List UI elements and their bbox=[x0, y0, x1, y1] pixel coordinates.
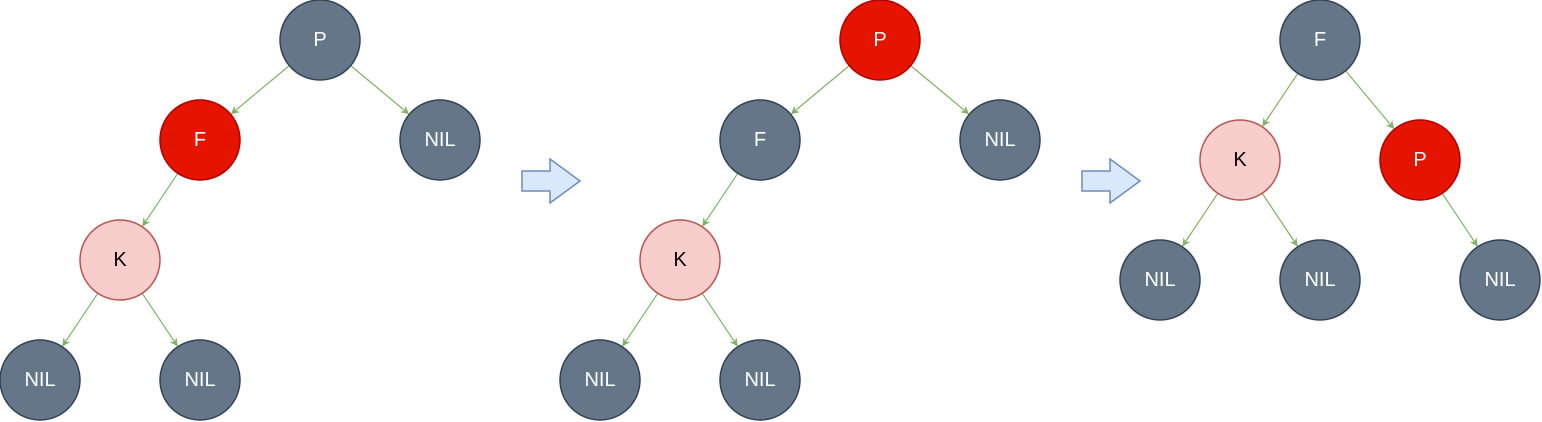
node-label: NIL bbox=[24, 369, 55, 391]
edge-p-nil1 bbox=[350, 65, 410, 115]
edge-p-nil1 bbox=[910, 65, 970, 115]
node-nil: NIL bbox=[0, 339, 81, 421]
node-label: P bbox=[873, 29, 886, 51]
edge-p-nil3 bbox=[1441, 192, 1478, 247]
edge-p-f bbox=[790, 65, 850, 115]
node-p: P bbox=[1379, 119, 1461, 201]
node-label: NIL bbox=[184, 369, 215, 391]
node-label: NIL bbox=[424, 129, 455, 151]
node-label: NIL bbox=[984, 129, 1015, 151]
node-label: P bbox=[1413, 149, 1426, 171]
node-label: F bbox=[194, 129, 206, 151]
edge-k-nil2 bbox=[62, 292, 99, 347]
node-nil: NIL bbox=[1459, 239, 1541, 321]
node-label: NIL bbox=[1144, 269, 1175, 291]
node-f: F bbox=[719, 99, 801, 181]
node-circle bbox=[1119, 239, 1201, 321]
node-p: P bbox=[839, 0, 921, 81]
edge-f-p bbox=[1345, 70, 1395, 130]
node-f: F bbox=[159, 99, 241, 181]
node-label: NIL bbox=[584, 369, 615, 391]
step-arrow-1 bbox=[521, 157, 582, 205]
node-label: NIL bbox=[1484, 269, 1515, 291]
node-label: F bbox=[754, 129, 766, 151]
node-nil: NIL bbox=[959, 99, 1041, 181]
node-nil: NIL bbox=[159, 339, 241, 421]
node-nil: NIL bbox=[1119, 239, 1201, 321]
node-nil: NIL bbox=[559, 339, 641, 421]
tree-rotated: F K P NIL NIL NIL bbox=[1119, 0, 1541, 321]
node-label: NIL bbox=[1304, 269, 1335, 291]
node-circle bbox=[1279, 0, 1361, 81]
node-k: K bbox=[79, 219, 161, 301]
node-circle bbox=[1279, 239, 1361, 321]
node-circle bbox=[959, 99, 1041, 181]
node-circle bbox=[399, 99, 481, 181]
edge-k-nil3 bbox=[701, 292, 738, 347]
node-circle bbox=[1459, 239, 1541, 321]
node-circle bbox=[639, 219, 721, 301]
node-circle bbox=[79, 219, 161, 301]
node-circle bbox=[1379, 119, 1461, 201]
edge-f-k bbox=[142, 172, 179, 227]
node-label: K bbox=[1233, 149, 1247, 171]
node-circle bbox=[159, 99, 241, 181]
node-label: K bbox=[673, 249, 687, 271]
edge-k-nil2 bbox=[1261, 192, 1298, 247]
node-nil: NIL bbox=[719, 339, 801, 421]
node-label: F bbox=[1314, 29, 1326, 51]
step-arrow-2 bbox=[1081, 157, 1142, 205]
edge-k-nil2 bbox=[622, 292, 659, 347]
node-circle bbox=[1199, 119, 1281, 201]
node-circle bbox=[159, 339, 241, 421]
edge-k-nil1 bbox=[1182, 192, 1219, 247]
node-k: K bbox=[1199, 119, 1281, 201]
node-nil: NIL bbox=[399, 99, 481, 181]
node-f: F bbox=[1279, 0, 1361, 81]
node-nil: NIL bbox=[1279, 239, 1361, 321]
edge-p-f bbox=[230, 65, 290, 115]
node-circle bbox=[719, 99, 801, 181]
node-label: P bbox=[313, 29, 326, 51]
node-circle bbox=[279, 0, 361, 81]
edge-f-k bbox=[1262, 72, 1299, 127]
node-circle bbox=[559, 339, 641, 421]
node-label: NIL bbox=[744, 369, 775, 391]
edge-k-nil3 bbox=[141, 292, 178, 347]
node-circle bbox=[719, 339, 801, 421]
edge-f-k bbox=[702, 172, 739, 227]
tree-recolored: P F NIL K NIL NIL bbox=[559, 0, 1041, 421]
node-p: P bbox=[279, 0, 361, 81]
node-k: K bbox=[639, 219, 721, 301]
tree-before: P F NIL K NIL NIL bbox=[0, 0, 481, 421]
node-circle bbox=[839, 0, 921, 81]
node-circle bbox=[0, 339, 81, 421]
node-label: K bbox=[113, 249, 127, 271]
